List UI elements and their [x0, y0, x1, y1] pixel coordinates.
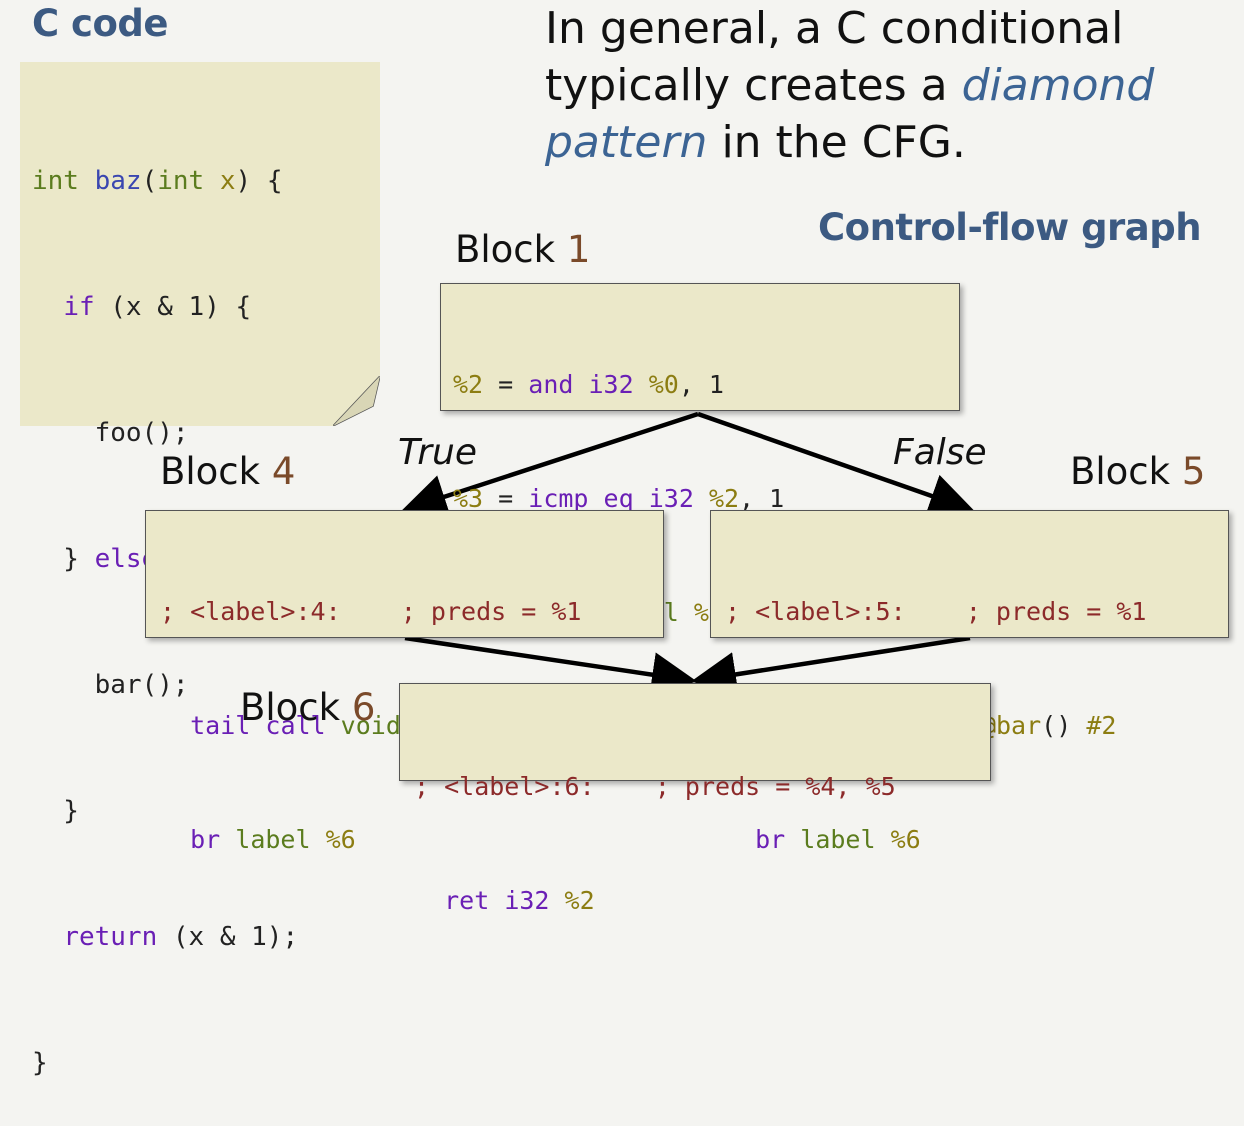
- block-5-box: ; <label>:5: ; preds = %1 tail call void…: [710, 510, 1229, 854]
- edge-false-arrow: [697, 411, 975, 518]
- headline-line-2: typically creates a diamond: [545, 60, 1155, 111]
- c-code-line: bar();: [32, 670, 189, 700]
- block-1-title: Block 1: [455, 228, 591, 271]
- c-code-heading: C code: [32, 2, 168, 45]
- block-5-line: ; <label>:5: ; preds = %1: [725, 597, 1147, 626]
- edge-true-arrow: [401, 411, 699, 519]
- edge-b4-b6-arrow: [404, 635, 697, 697]
- note-curl-icon: [333, 376, 380, 426]
- block-6-line: ; <label>:6: ; preds = %4, %5: [414, 772, 896, 801]
- c-code-line: int baz(int x) {: [32, 166, 283, 196]
- edge-b5-b6-arrow: [691, 635, 971, 697]
- headline: In general, a C conditional typically cr…: [545, 0, 1235, 171]
- block-6-box: ; <label>:6: ; preds = %4, %5 ret i32 %2: [399, 683, 991, 915]
- c-code-line: }: [32, 1048, 48, 1078]
- block-1-box: %2 = and i32 %0, 1 %3 = icmp eq i32 %2, …: [440, 283, 960, 627]
- headline-line-1: In general, a C conditional: [545, 3, 1124, 54]
- cfg-heading: Control-flow graph: [818, 206, 1202, 249]
- block-1-line: %3 = icmp eq i32 %2, 1: [453, 484, 785, 513]
- headline-emphasis-pattern: pattern: [545, 117, 708, 168]
- headline-line-3: pattern in the CFG.: [545, 117, 966, 168]
- cfg-edges: [401, 411, 975, 697]
- c-code-note: [20, 62, 380, 426]
- block-1-line: %2 = and i32 %0, 1: [453, 370, 724, 399]
- block-4-box: ; <label>:4: ; preds = %1 tail call void…: [145, 510, 664, 854]
- block-6-title: Block 6: [240, 686, 376, 729]
- headline-emphasis-diamond: diamond: [961, 60, 1155, 111]
- block-4-line: ; <label>:4: ; preds = %1: [160, 597, 582, 626]
- edge-label-false: False: [893, 432, 987, 473]
- block-6-line: ret i32 %2: [444, 886, 595, 915]
- edge-label-true: True: [398, 432, 477, 473]
- c-code-line: foo();: [32, 418, 189, 448]
- c-code-line: if (x & 1) {: [63, 292, 252, 322]
- block-4-title: Block 4: [160, 450, 296, 493]
- block-5-title: Block 5: [1070, 450, 1206, 493]
